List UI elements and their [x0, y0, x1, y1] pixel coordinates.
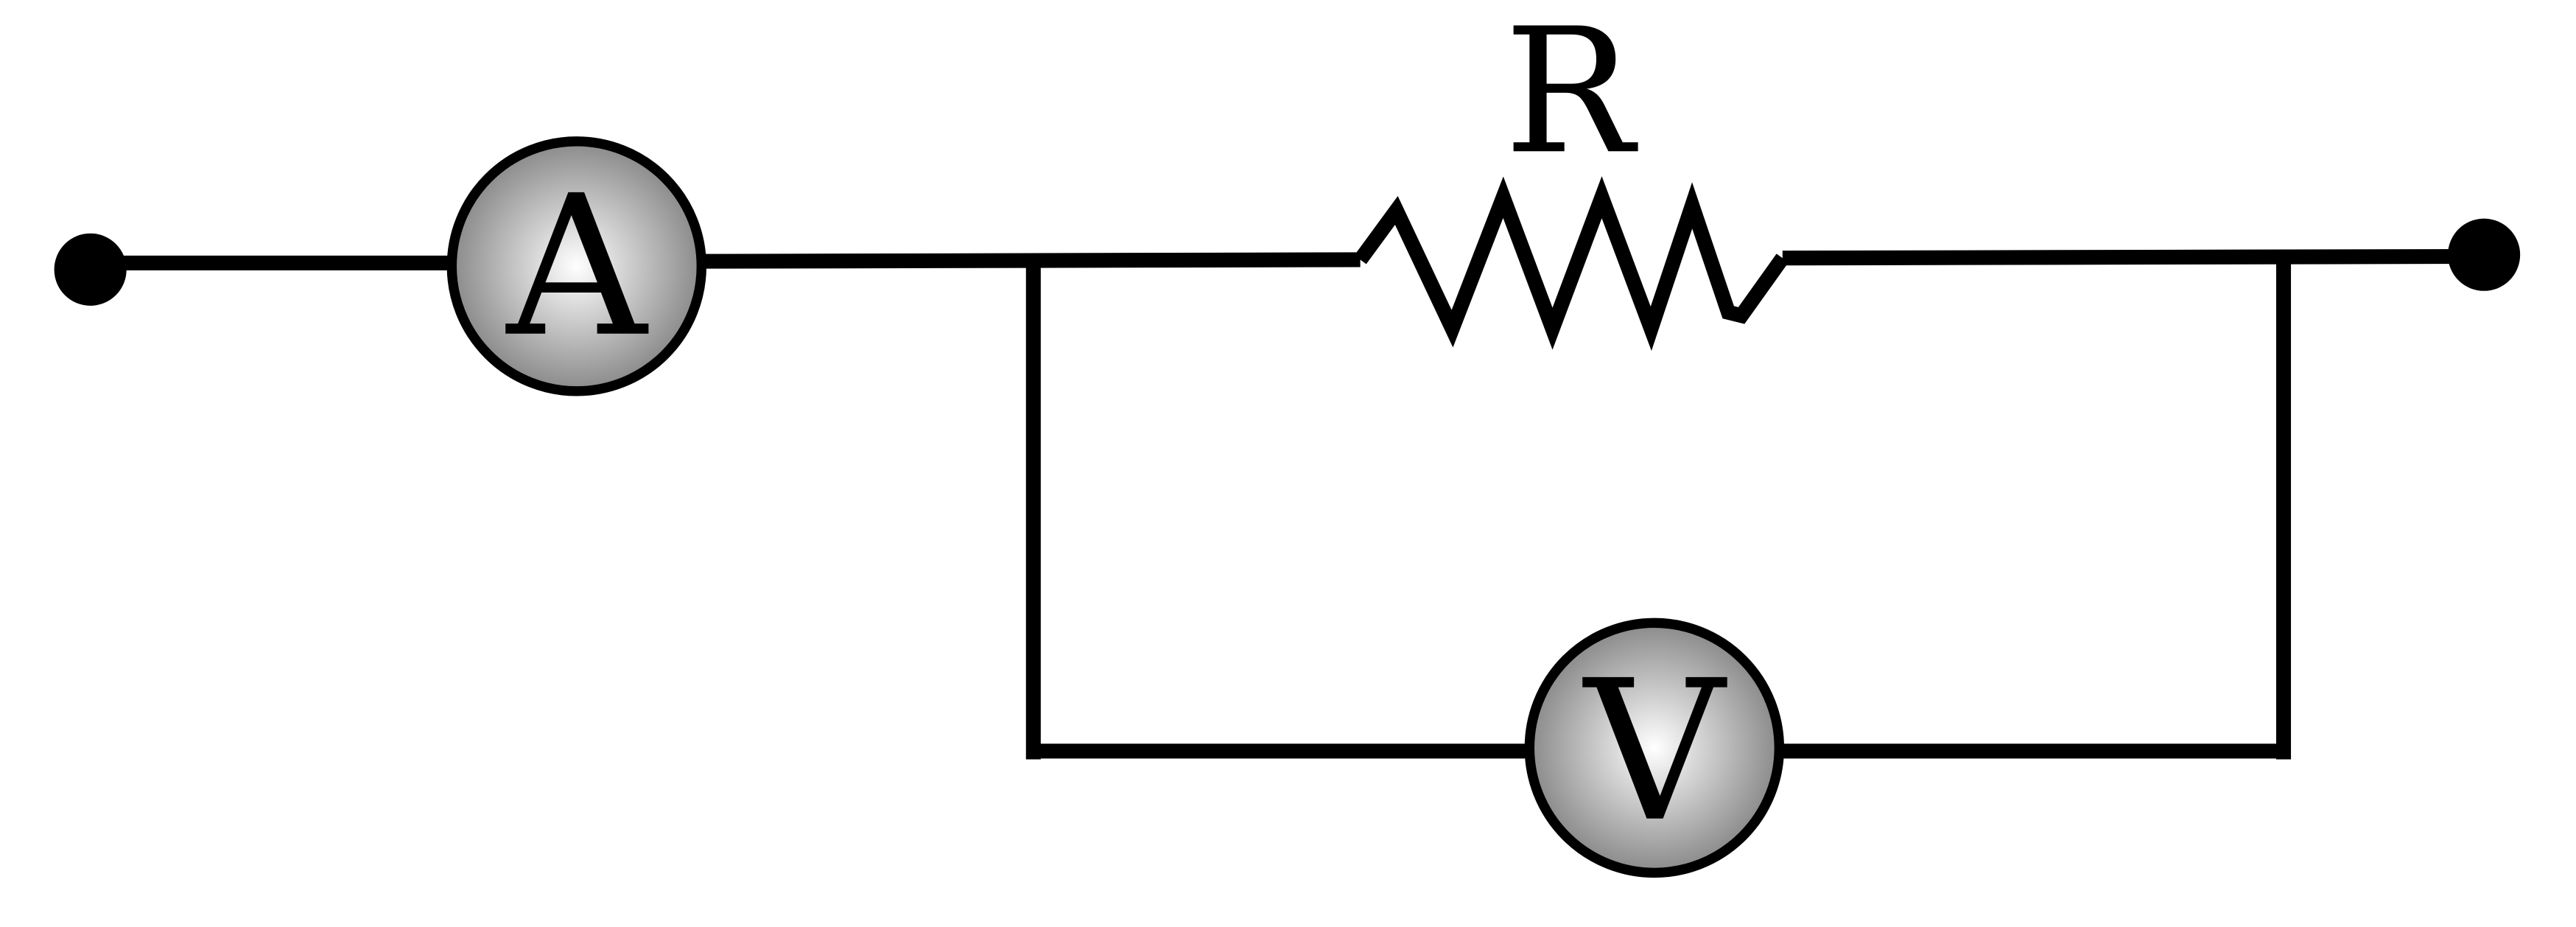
wire-resistor-to-right — [1782, 248, 2485, 266]
ammeter-label: A — [504, 155, 649, 380]
right-terminal — [2448, 218, 2521, 291]
resistor — [1354, 176, 1789, 351]
ammeter: A — [446, 136, 706, 396]
voltmeter: V — [1524, 618, 1785, 878]
resistor-label: R — [1504, 0, 1638, 192]
voltmeter-label: V — [1582, 640, 1730, 865]
